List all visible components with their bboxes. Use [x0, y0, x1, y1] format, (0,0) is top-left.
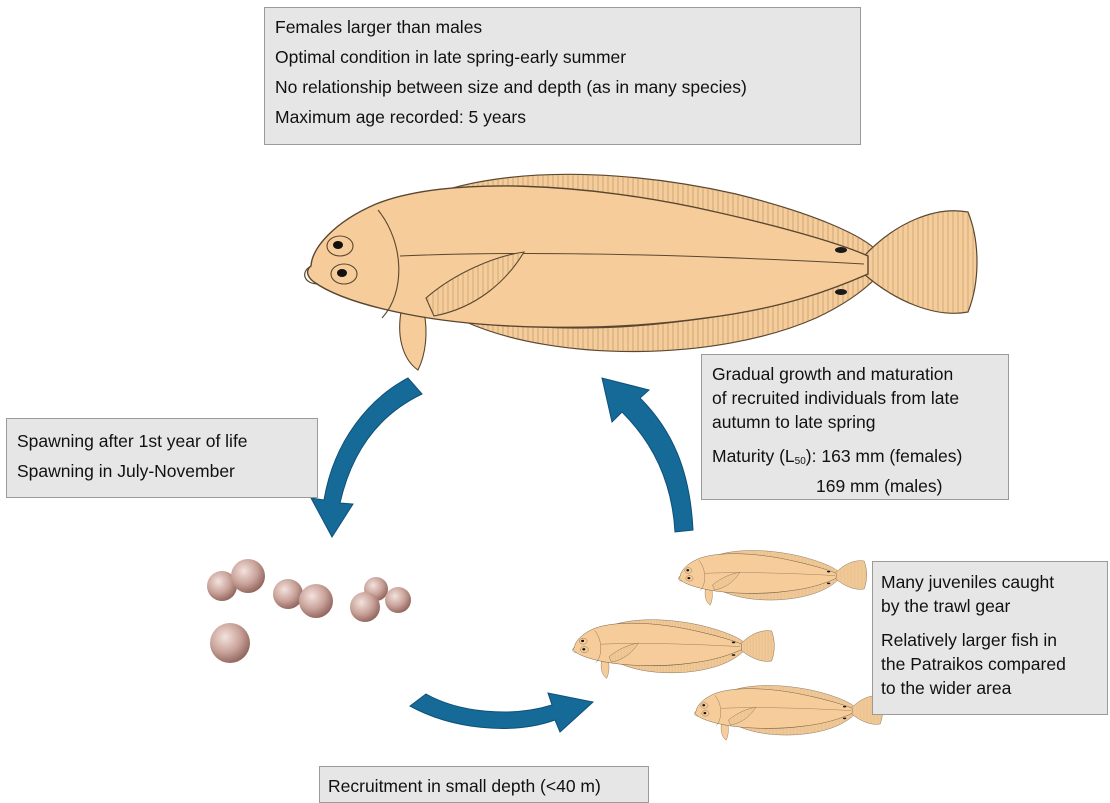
adult-trait-line: Females larger than males: [275, 15, 850, 39]
adult-trait-line: No relationship between size and depth (…: [275, 75, 850, 99]
adult-fish: [305, 174, 977, 370]
adult-trait-line: Optimal condition in late spring-early s…: [275, 45, 850, 69]
juveniles-box: Many juveniles caught by the trawl gear …: [872, 561, 1108, 715]
adult-trait-line: Maximum age recorded: 5 years: [275, 105, 850, 129]
juveniles-line: to the wider area: [881, 676, 1099, 700]
arrow-recruitment: [410, 693, 593, 732]
egg: [231, 559, 265, 593]
growth-line: Gradual growth and maturation: [712, 362, 998, 386]
juveniles-line: Many juveniles caught: [881, 570, 1099, 594]
spawning-line: Spawning after 1st year of life: [17, 429, 307, 453]
spawning-line: Spawning in July-November: [17, 459, 307, 483]
juveniles-line: by the trawl gear: [881, 594, 1099, 618]
juveniles-line: Relatively larger fish in: [881, 628, 1099, 652]
juveniles-line: the Patraikos compared: [881, 652, 1099, 676]
juvenile-fish: [573, 620, 775, 679]
eggs: [207, 559, 411, 663]
juvenile-fish: [694, 685, 882, 740]
maturity-label: Maturity (L: [712, 446, 795, 466]
arrow-growth: [602, 378, 693, 532]
recruitment-text: Recruitment in small depth (<40 m): [328, 774, 640, 798]
egg: [385, 587, 411, 613]
maturity-females: 163 mm (females): [821, 446, 962, 466]
juvenile-fish: [678, 550, 866, 605]
recruitment-box: Recruitment in small depth (<40 m): [319, 766, 649, 803]
growth-line: autumn to late spring: [712, 410, 998, 434]
maturity-row: Maturity (L50): 163 mm (females): [712, 444, 998, 474]
egg: [273, 579, 303, 609]
growth-line: of recruited individuals from late: [712, 386, 998, 410]
spawning-box: Spawning after 1st year of life Spawning…: [6, 418, 318, 498]
maturity-label-end: ):: [806, 446, 817, 466]
adult-traits-box: Females larger than males Optimal condit…: [264, 7, 861, 145]
arrow-spawning: [311, 378, 422, 537]
growth-box: Gradual growth and maturation of recruit…: [701, 354, 1009, 500]
maturity-males: 169 mm (males): [712, 474, 998, 498]
egg: [350, 592, 380, 622]
egg: [210, 623, 250, 663]
egg: [299, 584, 333, 618]
maturity-subscript: 50: [795, 456, 806, 467]
